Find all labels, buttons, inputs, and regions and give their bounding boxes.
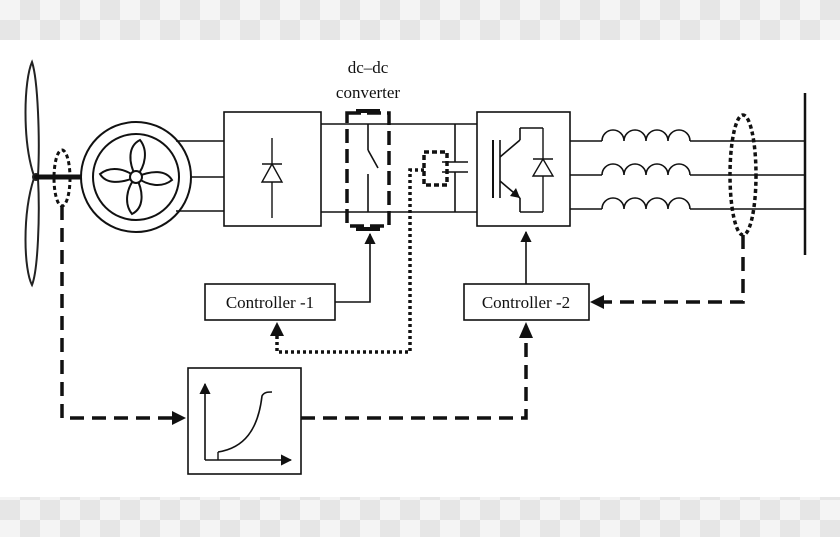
- dc-feedback-arrowhead: [270, 322, 284, 336]
- converter-label-line2: converter: [336, 83, 401, 102]
- diagram-canvas: [0, 40, 840, 497]
- inverter-block: [476, 111, 571, 227]
- controller-2-box: [463, 283, 590, 321]
- generator-output-lines: [176, 140, 224, 212]
- controller-1-box: [204, 283, 336, 321]
- wind-speed-signal-line: [60, 206, 172, 420]
- dc-bus-lines: [321, 123, 477, 213]
- grid-feedback-arrowhead: [590, 295, 604, 309]
- turbine-blades-icon: [24, 59, 40, 288]
- ac-filter-inductors: [570, 129, 805, 210]
- dc-voltage-sensor-box: [422, 150, 449, 187]
- wind-signal-arrowhead: [172, 411, 186, 425]
- generator-icon: [80, 121, 192, 233]
- controller-1-label: Controller -1: [226, 293, 314, 312]
- mppt-output-arrowhead: [519, 322, 533, 338]
- controller-1-output-line: [335, 232, 376, 303]
- grid-feedback-line: [604, 235, 745, 304]
- mppt-output-line: [301, 340, 528, 420]
- mppt-curve-block: [187, 367, 302, 475]
- rectifier-block: [223, 111, 322, 227]
- dcdc-switch: [367, 124, 379, 212]
- dc-link-capacitor: [442, 124, 468, 212]
- controller-2-label: Controller -2: [482, 293, 570, 312]
- converter-label-line1: dc–dc: [348, 58, 389, 77]
